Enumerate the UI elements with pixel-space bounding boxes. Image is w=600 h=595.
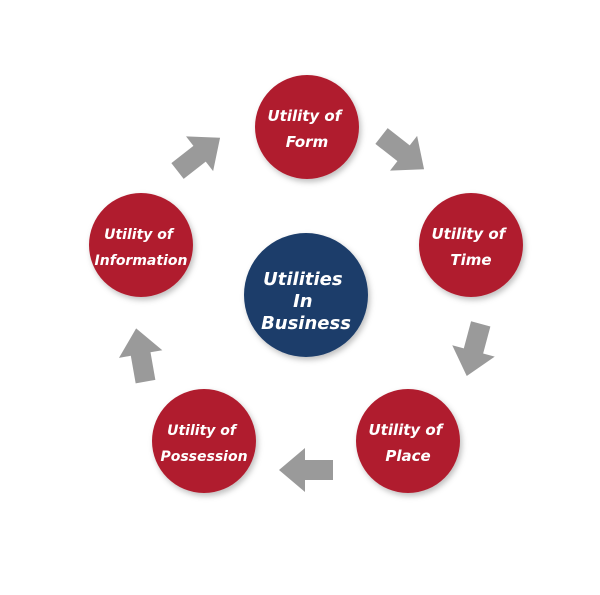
arrow-icon: [279, 448, 333, 492]
node-label-line: Possession: [160, 449, 247, 465]
arrows-group: [118, 128, 495, 492]
node-label: Utility of Time: [431, 225, 510, 269]
node-circle: [356, 389, 460, 493]
node-circle: [152, 389, 256, 493]
center-label: Utilities In Business: [261, 269, 351, 334]
node-label-line: Information: [95, 253, 188, 269]
center-label-line: In: [293, 291, 313, 312]
node-utility-of-form: Utility of Form: [255, 75, 359, 179]
node-utility-of-time: Utility of Time: [419, 193, 523, 297]
center-label-line: Utilities: [263, 269, 343, 290]
node-label-line: Time: [450, 251, 491, 269]
node-label-line: Utility of: [431, 225, 507, 243]
node-circle: [89, 193, 193, 297]
node-label-line: Utility of: [104, 227, 175, 243]
node-circle: [255, 75, 359, 179]
node-label-line: Utility of: [368, 421, 444, 439]
arrow-icon: [452, 321, 495, 377]
node-label-line: Utility of: [267, 107, 343, 125]
node-label-line: Form: [286, 133, 328, 151]
arrow-icon: [375, 128, 425, 171]
node-utility-of-place: Utility of Place: [356, 389, 460, 493]
node-label: Utility of Possession: [160, 423, 247, 465]
arrow-icon: [118, 328, 163, 384]
center-node-utilities-in-business: Utilities In Business: [244, 233, 368, 357]
node-label-line: Utility of: [167, 423, 238, 439]
node-circle: [419, 193, 523, 297]
arrow-icon: [171, 136, 221, 179]
node-label: Utility of Form: [267, 107, 346, 151]
node-label: Utility of Information: [95, 227, 188, 269]
node-label: Utility of Place: [368, 421, 447, 465]
node-label-line: Place: [385, 447, 430, 465]
node-utility-of-possession: Utility of Possession: [152, 389, 256, 493]
center-circle: [244, 233, 368, 357]
node-utility-of-information: Utility of Information: [89, 193, 193, 297]
center-label-line: Business: [261, 313, 351, 334]
